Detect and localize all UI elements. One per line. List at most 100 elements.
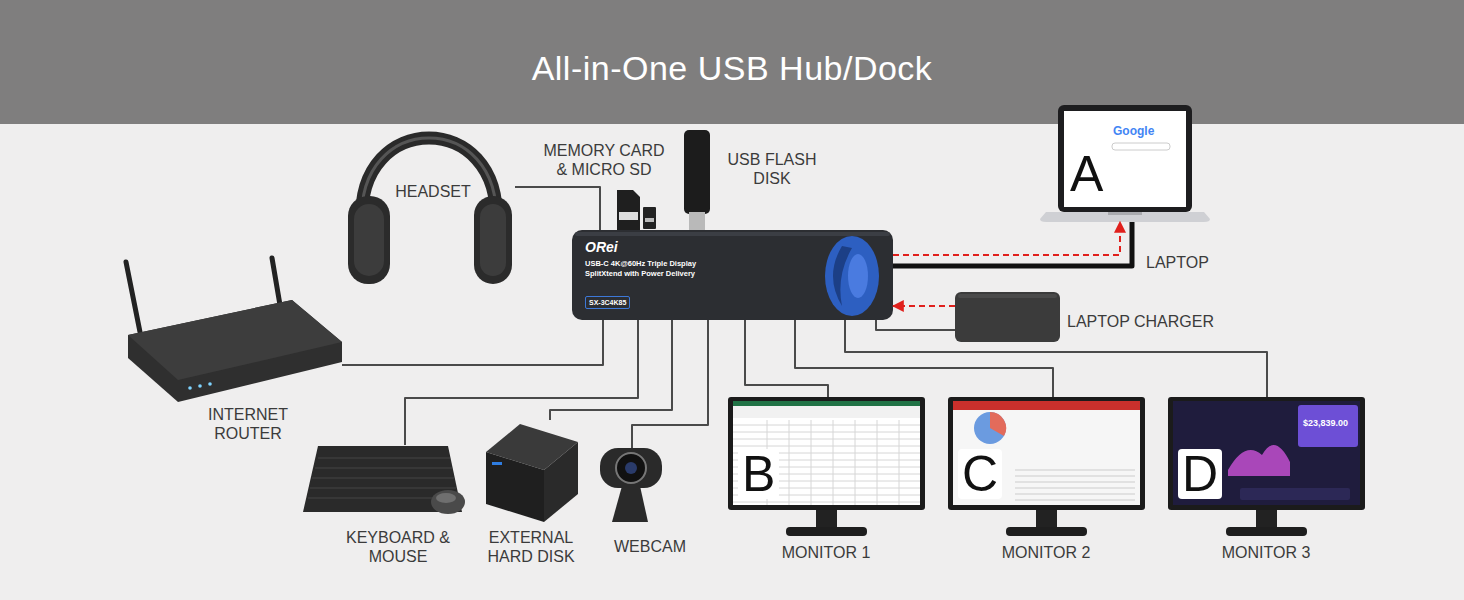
hard-disk-picture-part bbox=[492, 462, 502, 465]
hard-disk-picture-part bbox=[486, 452, 544, 522]
webcam-picture-part bbox=[616, 453, 646, 483]
cable-connector bbox=[405, 320, 638, 445]
router-picture-part bbox=[128, 300, 342, 402]
device-label: LAPTOP CHARGER bbox=[1067, 312, 1214, 331]
cable-line bbox=[893, 222, 1132, 266]
keyboard-mouse-picture-part bbox=[318, 458, 450, 459]
memory-card-picture-part bbox=[619, 212, 638, 220]
monitor-2-picture-part bbox=[1006, 527, 1087, 536]
device-label: MONITOR 3 bbox=[1206, 543, 1326, 562]
router-picture-part bbox=[272, 258, 280, 305]
monitor-3-picture-part bbox=[1168, 397, 1365, 510]
monitor-1-picture-part bbox=[733, 401, 920, 406]
hub-body-part bbox=[848, 254, 868, 298]
webcam-picture-part bbox=[612, 486, 648, 522]
monitor-device: BMONITOR 1 bbox=[728, 397, 925, 537]
monitor-2-picture-part bbox=[1036, 510, 1057, 528]
model-number: SX-3C4K85 bbox=[585, 296, 630, 309]
flash-disk-picture bbox=[684, 130, 710, 232]
cable-line bbox=[795, 320, 1053, 397]
flash-disk-device: USB FLASH DISK bbox=[680, 126, 830, 232]
cable-line bbox=[405, 320, 638, 445]
hard-disk-picture-part bbox=[544, 442, 578, 522]
device-label: MONITOR 1 bbox=[766, 543, 886, 562]
webcam-picture-part bbox=[625, 462, 637, 474]
cable-line bbox=[745, 320, 828, 397]
device-label: LAPTOP bbox=[1146, 253, 1209, 272]
monitor-2-picture-part bbox=[953, 401, 1140, 505]
monitor-2-picture-part bbox=[990, 412, 1006, 436]
monitor-1-picture-part bbox=[733, 425, 920, 502]
monitor-3-picture-part bbox=[1298, 405, 1358, 447]
monitor-2-picture-part bbox=[953, 401, 1140, 410]
power-flow-line bbox=[893, 222, 1120, 255]
cable-connector bbox=[515, 187, 600, 230]
cable-line bbox=[550, 320, 672, 420]
device-label: MEMORY CARD & MICRO SD bbox=[540, 141, 668, 179]
monitor-1-picture bbox=[728, 397, 925, 536]
router-picture bbox=[126, 258, 342, 402]
brand-logo: ORei bbox=[585, 239, 618, 255]
flash-disk-picture-part bbox=[684, 130, 710, 214]
monitor-1-picture-part bbox=[733, 406, 920, 418]
router-picture-part bbox=[198, 384, 202, 388]
hub-body-part bbox=[575, 232, 890, 236]
headset-picture-part bbox=[348, 196, 390, 284]
screen-letter: A bbox=[1066, 149, 1107, 199]
hub-dock: OReiUSB-C 4K@60Hz Triple Display SplitXt… bbox=[572, 230, 893, 320]
keyboard-mouse-picture-part bbox=[312, 478, 454, 479]
monitor-device: CMONITOR 2 bbox=[948, 397, 1145, 537]
monitor-3-picture-part bbox=[1173, 401, 1360, 505]
charger-picture-part bbox=[955, 292, 1060, 342]
hub-body-part bbox=[825, 236, 879, 316]
monitor-2-picture-part bbox=[974, 412, 1006, 444]
hub-body bbox=[572, 230, 893, 320]
memory-card-picture-part bbox=[643, 207, 656, 229]
router-picture-part bbox=[188, 386, 192, 390]
charger-picture-part bbox=[958, 294, 1057, 298]
laptop-picture-part bbox=[1058, 105, 1192, 212]
headset-picture-part bbox=[480, 204, 506, 276]
monitor-3-picture-part bbox=[1226, 527, 1307, 536]
charger-picture bbox=[955, 292, 1060, 342]
memory-card-device: MEMORY CARD & MICRO SD bbox=[530, 138, 680, 233]
screen-letter: C bbox=[958, 449, 1002, 499]
cable-line bbox=[632, 320, 708, 448]
router-picture-part bbox=[208, 382, 212, 386]
cable-connector bbox=[795, 320, 1053, 397]
device-label: INTERNET ROUTER bbox=[193, 405, 303, 443]
title-band bbox=[0, 0, 1464, 124]
device-label: EXTERNAL HARD DISK bbox=[479, 528, 583, 566]
keyboard-mouse-picture bbox=[303, 446, 465, 514]
webcam-device: WEBCAM bbox=[598, 448, 662, 526]
cable-line bbox=[876, 320, 955, 330]
monitor-1-picture-part bbox=[728, 397, 925, 510]
cable-connector bbox=[893, 222, 1132, 266]
cable-connector bbox=[845, 320, 1267, 397]
router-device: INTERNET ROUTER bbox=[120, 258, 342, 403]
power-flow-line bbox=[893, 305, 955, 307]
hard-disk-picture bbox=[486, 424, 578, 522]
laptop-charger: LAPTOP CHARGER bbox=[955, 292, 1060, 342]
screen-text: Google bbox=[1113, 124, 1154, 138]
monitor-2-picture-part bbox=[948, 397, 1145, 510]
monitor-3-picture-part bbox=[1240, 488, 1350, 500]
page-title: All-in-One USB Hub/Dock bbox=[0, 44, 1464, 92]
monitor-2-picture bbox=[948, 397, 1145, 536]
laptop-picture-part bbox=[1108, 212, 1142, 215]
headset-device: HEADSET bbox=[345, 100, 515, 285]
monitor-2-picture-part bbox=[1015, 470, 1135, 500]
flash-disk-picture-part bbox=[689, 212, 705, 232]
router-picture-part bbox=[126, 262, 140, 332]
cable-line bbox=[342, 320, 603, 365]
screen-letter: D bbox=[1178, 449, 1222, 499]
laptop-picture-part bbox=[1064, 111, 1186, 207]
laptop-device: ALAPTOP bbox=[1040, 105, 1210, 222]
cable-connector bbox=[550, 320, 672, 420]
memory-card-picture bbox=[617, 190, 656, 230]
monitor-3-picture-part bbox=[1256, 510, 1277, 528]
cable-line bbox=[515, 187, 600, 230]
